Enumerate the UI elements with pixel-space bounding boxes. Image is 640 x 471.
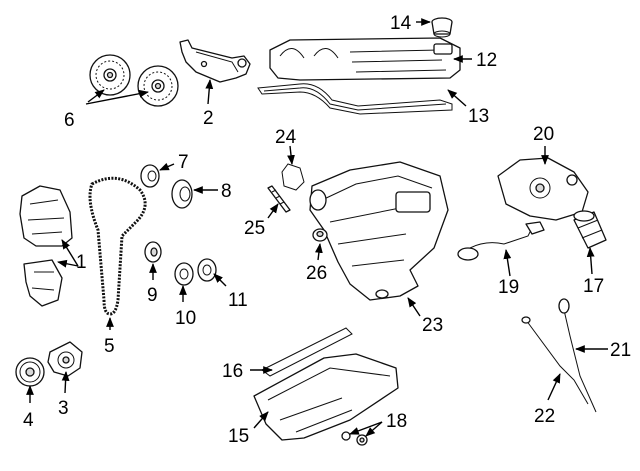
callout-4: 4 bbox=[23, 410, 34, 431]
callout-2: 2 bbox=[203, 108, 214, 129]
callout-21: 21 bbox=[610, 340, 631, 361]
callout-24: 24 bbox=[275, 127, 297, 148]
callout-26: 26 bbox=[306, 263, 327, 284]
callout-23: 23 bbox=[422, 315, 443, 336]
intake-manifold-part bbox=[309, 161, 449, 301]
callout-14: 14 bbox=[390, 13, 412, 34]
oil-fill-cap-part bbox=[431, 17, 453, 38]
timing-belt-part bbox=[88, 176, 147, 316]
callout-3: 3 bbox=[58, 398, 69, 419]
idler-pulley-part bbox=[140, 164, 160, 188]
dipstick-part bbox=[558, 298, 597, 413]
bolt-part bbox=[312, 228, 328, 242]
stud-part bbox=[267, 185, 291, 213]
timing-cover-part bbox=[19, 185, 73, 307]
callout-22: 22 bbox=[534, 406, 555, 427]
cam-sprocket-left bbox=[89, 54, 131, 96]
callout-18: 18 bbox=[386, 411, 407, 432]
bracket-part bbox=[179, 39, 251, 83]
callout-19: 19 bbox=[498, 277, 519, 298]
callout-12: 12 bbox=[476, 50, 497, 71]
callout-11: 11 bbox=[228, 290, 248, 311]
callout-9: 9 bbox=[147, 285, 158, 306]
callout-8: 8 bbox=[221, 181, 232, 202]
callout-6: 6 bbox=[64, 110, 75, 131]
callout-10: 10 bbox=[175, 308, 196, 329]
crank-sprocket-part bbox=[47, 341, 83, 377]
callout-numbers: 1 2 3 4 5 6 7 8 9 10 11 12 13 14 15 16 1… bbox=[23, 13, 631, 447]
dipstick-tube-part bbox=[521, 316, 589, 405]
cam-sprocket-right bbox=[137, 65, 179, 107]
tensioner-pulley-part bbox=[171, 179, 193, 209]
valve-cover-part bbox=[269, 37, 461, 81]
callout-15: 15 bbox=[228, 426, 249, 447]
callout-25: 25 bbox=[244, 218, 265, 239]
drain-plug-part bbox=[341, 431, 368, 446]
leader-lines bbox=[26, 18, 608, 437]
gear-part bbox=[174, 262, 194, 286]
callout-5: 5 bbox=[104, 336, 115, 357]
valve-cover-gasket-part bbox=[257, 83, 453, 115]
lower-pulley-part bbox=[197, 258, 217, 282]
crank-pulley-part bbox=[15, 357, 45, 387]
oil-filter-part bbox=[573, 210, 607, 249]
throttle-gasket-part bbox=[281, 163, 305, 191]
callout-13: 13 bbox=[468, 106, 489, 127]
oil-filter-housing-part bbox=[497, 157, 589, 221]
oil-pan-part bbox=[253, 353, 399, 441]
lower-idler-part bbox=[144, 241, 162, 263]
callout-20: 20 bbox=[533, 124, 554, 145]
oil-pickup-tube-part bbox=[457, 221, 545, 261]
callout-7: 7 bbox=[178, 152, 189, 173]
callout-17: 17 bbox=[583, 276, 604, 297]
callout-1: 1 bbox=[76, 252, 87, 273]
oil-pan-gasket-part bbox=[261, 327, 353, 377]
callout-16: 16 bbox=[222, 361, 243, 382]
